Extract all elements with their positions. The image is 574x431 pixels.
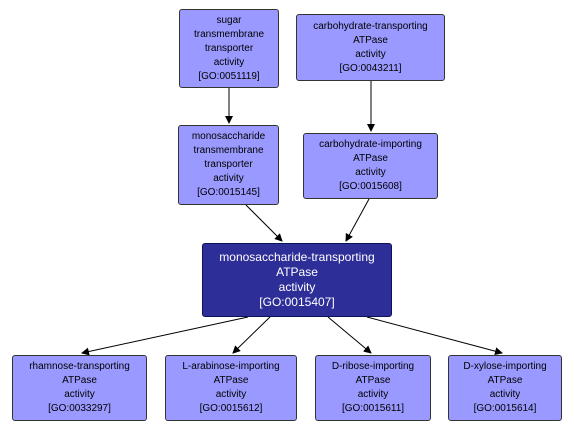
node-l-arabinose-importing-atpase[interactable]: L-arabinose-importing ATPase activity [G…	[165, 355, 297, 421]
node-label-line: activity	[213, 56, 245, 68]
node-go-id: [GO:0015612]	[199, 403, 263, 414]
node-go-id: [GO:0015614]	[473, 403, 537, 414]
node-go-id: [GO:0051119]	[198, 70, 260, 82]
node-go-id: [GO:0015407]	[259, 295, 335, 309]
node-label-line: D-ribose-importing	[331, 361, 415, 372]
node-label-line: monosaccharide	[191, 131, 266, 142]
node-label-line: activity	[357, 389, 389, 400]
node-label-line: L-arabinose-importing	[182, 361, 280, 372]
node-rhamnose-transporting-atpase[interactable]: rhamnose-transporting ATPase activity [G…	[12, 355, 147, 421]
node-monosaccharide-transporting-atpase[interactable]: monosaccharide-transporting ATPase activ…	[202, 243, 392, 317]
node-label-line: transmembrane	[193, 145, 264, 156]
node-go-id: [GO:0015611]	[341, 403, 405, 414]
node-label-line: ATPase	[353, 34, 388, 46]
edge-focus-to-ribose	[327, 316, 372, 354]
node-go-id: [GO:0043211]	[339, 62, 402, 74]
node-label-line: activity	[489, 389, 521, 400]
node-label-line: activity	[215, 389, 247, 400]
node-carbohydrate-importing-atpase[interactable]: carbohydrate-importing ATPase activity […	[303, 133, 438, 199]
node-label-line: ATPase	[487, 375, 523, 386]
node-label-line: transporter	[204, 42, 254, 54]
edge-focus-to-xylose	[366, 316, 503, 356]
node-d-xylose-importing-atpase[interactable]: D-xylose-importing ATPase activity [GO:0…	[448, 355, 562, 421]
node-label-line: ATPase	[213, 375, 249, 386]
node-label-line: activity	[278, 280, 316, 294]
node-monosaccharide-transmembrane-transporter[interactable]: monosaccharide transmembrane transporter…	[178, 125, 279, 205]
node-label-line: transmembrane	[193, 28, 265, 40]
node-label-line: activity	[213, 173, 244, 184]
node-go-id: [GO:0015608]	[339, 181, 402, 192]
node-go-id: [GO:0015145]	[197, 187, 260, 198]
edge-monosaccharide-transmembrane-to-focus	[245, 204, 283, 242]
node-label-line: carbohydrate-transporting	[313, 20, 428, 32]
node-label-line: activity	[64, 389, 95, 400]
node-label-line: transporter	[204, 159, 253, 170]
edge-focus-to-arabinose	[232, 316, 271, 354]
edge-focus-to-rhamnose	[81, 316, 249, 356]
node-label-line: rhamnose-transporting	[29, 361, 130, 372]
node-label-line: monosaccharide-transporting	[219, 250, 375, 264]
node-label-line: ATPase	[355, 375, 391, 386]
node-carbohydrate-transporting-atpase[interactable]: carbohydrate-transporting ATPase activit…	[296, 14, 445, 81]
node-sugar-transmembrane-transporter[interactable]: sugar transmembrane transporter activity…	[179, 9, 279, 88]
node-label-line: activity	[355, 48, 386, 60]
node-label-line: activity	[355, 167, 386, 178]
node-label-line: D-xylose-importing	[463, 361, 547, 372]
node-label-line: ATPase	[62, 375, 97, 386]
node-label-line: ATPase	[276, 265, 318, 279]
node-d-ribose-importing-atpase[interactable]: D-ribose-importing ATPase activity [GO:0…	[315, 355, 431, 421]
edge-carbohydrate-importing-to-focus	[345, 198, 370, 242]
node-label-line: carbohydrate-importing	[319, 139, 422, 150]
node-go-id: [GO:0033297]	[48, 403, 111, 414]
node-label-line: ATPase	[353, 153, 388, 164]
node-label-line: sugar	[216, 14, 242, 26]
